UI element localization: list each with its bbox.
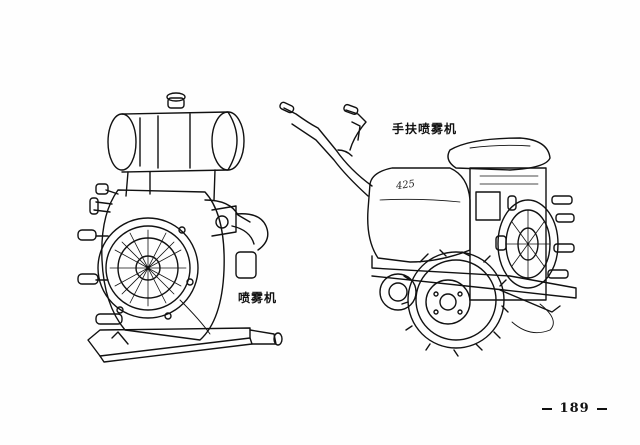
stationary-sprayer-caption: 喷雾机 [238,291,278,305]
walk-behind-sprayer-drawing [279,101,577,357]
page-number: 189 [540,401,609,416]
walk-behind-sprayer-caption: 手扶喷雾机 [392,122,458,136]
stationary-sprayer-drawing [77,92,283,363]
page-number-value: 189 [559,401,590,416]
